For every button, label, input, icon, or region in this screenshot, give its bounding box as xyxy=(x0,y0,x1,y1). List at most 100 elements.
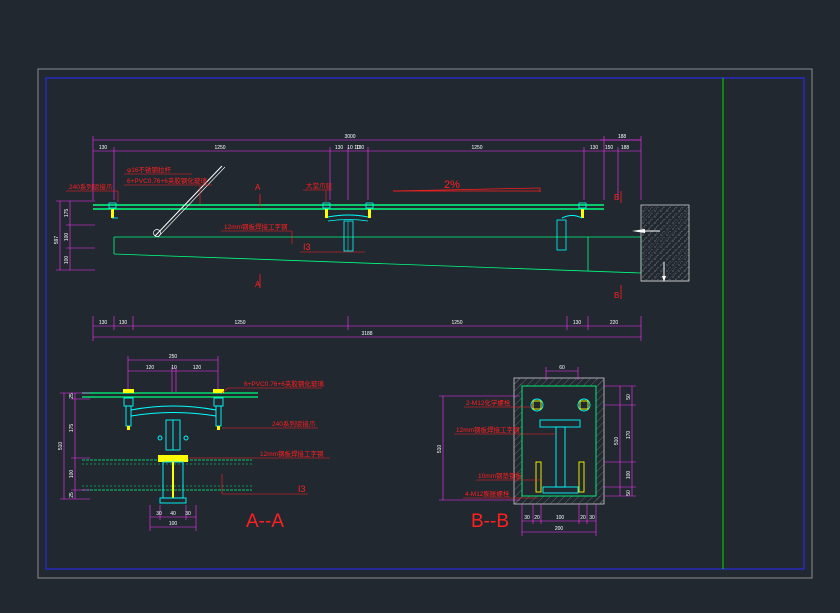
dim-label: 130 xyxy=(356,145,365,151)
dim-label: 130 xyxy=(99,320,108,326)
section-b-bottom-dim: 20 xyxy=(534,515,540,521)
section-a-title: A--A xyxy=(246,511,284,532)
stainless-rod xyxy=(153,165,226,238)
section-b-bottom-dim: 100 xyxy=(556,515,565,521)
section-b-note-4: 4-M12膨胀螺栓 xyxy=(465,489,510,498)
slope-indicator xyxy=(392,187,541,192)
section-a-glass xyxy=(82,392,258,398)
section-b-bottom-dim: 30 xyxy=(524,515,530,521)
overall-width-top: 3000 xyxy=(344,134,355,140)
dim-label: 1250 xyxy=(451,320,462,326)
dim-label: 1250 xyxy=(234,320,245,326)
section-a-left-dim: 175 xyxy=(69,424,75,433)
section-b-top-dim: 60 xyxy=(559,365,565,371)
concrete-wall xyxy=(632,204,690,282)
section-b-right-dim: 100 xyxy=(626,471,632,480)
bottom-segment-labels: 130 130 1250 1250 130 220 xyxy=(99,320,619,326)
dim-label: 1250 xyxy=(214,145,225,151)
section-a-spider-note: 240系列驳接爪 xyxy=(272,419,316,428)
section-label-b-top: B xyxy=(614,193,619,202)
section-a-left-dim: 100 xyxy=(69,470,75,479)
section-b-wall xyxy=(513,377,605,505)
section-a-top-sub: 120 xyxy=(146,365,155,371)
section-a-spider xyxy=(123,389,224,451)
elevation-left-dimensions xyxy=(56,200,95,271)
dim-label: 1250 xyxy=(471,145,482,151)
spider-fittings xyxy=(108,202,587,252)
section-label-a-top: A xyxy=(255,183,261,192)
section-a-top-sub: 10 xyxy=(171,365,177,371)
section-b-right-total: 510 xyxy=(614,437,620,446)
section-a-bottom-dim: 30 xyxy=(156,511,162,517)
section-a-view: 250 120 10 120 xyxy=(58,354,330,532)
section-b-right-dimensions xyxy=(604,385,636,497)
dim-label: 130 xyxy=(573,320,582,326)
section-b-note-3: 10mm钢垫钢板 xyxy=(478,471,523,480)
spider-fitting-1 xyxy=(108,202,118,219)
section-b-bottom-total: 200 xyxy=(555,526,564,532)
left-dim: 100 xyxy=(64,233,70,242)
section-b-plate xyxy=(530,398,591,494)
dim-label: 10 xyxy=(347,145,353,151)
beam-note: 12mm钢板焊接工字钢 xyxy=(224,222,288,231)
elevation-bottom-dimensions xyxy=(92,316,642,341)
dim-label: 220 xyxy=(610,320,619,326)
right-width-top: 188 xyxy=(618,134,627,140)
section-a-bottom-dimensions xyxy=(149,505,197,531)
section-b-right-dim: 50 xyxy=(626,394,632,400)
section-a-bottom-dim: 30 xyxy=(185,511,191,517)
section-b-bottom-dim: 20 xyxy=(580,515,586,521)
dim-label: 130 xyxy=(590,145,599,151)
dim-label: 130 xyxy=(119,320,128,326)
steel-beam xyxy=(113,236,642,274)
section-b-right-dim: 170 xyxy=(626,431,632,440)
elevation-view: 3000 188 130 1250 130 10 10 130 1250 130… xyxy=(54,134,690,341)
section-a-top-dimensions xyxy=(127,356,219,392)
spider-fitting-3 xyxy=(556,202,587,251)
section-b-view: 60 510 50 170 100 50 510 xyxy=(437,365,636,536)
left-dim: 100 xyxy=(64,256,70,265)
spider-note: 240系列驳接爪 xyxy=(69,182,113,191)
dim-label: 10 xyxy=(354,145,360,151)
section-b-left-total: 510 xyxy=(437,445,443,454)
rod-note: φ16不锈钢拉杆 xyxy=(127,165,171,174)
glass-panel xyxy=(93,204,604,210)
spider-fitting-2 xyxy=(322,202,374,252)
section-a-bottom-dim: 40 xyxy=(170,511,176,517)
slope-label: 2% xyxy=(444,179,460,191)
section-b-right-dim: 50 xyxy=(626,490,632,496)
section-a-top-total: 250 xyxy=(169,354,178,360)
section-b-top-dimension xyxy=(545,367,579,380)
section-a-left-dimensions xyxy=(60,392,90,500)
section-a-beam-note: 12mm钢板焊接工字钢 xyxy=(260,449,324,458)
section-b-title: B--B xyxy=(471,511,509,532)
top-segment-labels: 130 1250 130 10 10 130 1250 130 150 188 xyxy=(99,145,630,151)
section-b-bottom-dim: 30 xyxy=(589,515,595,521)
section-a-code: I3 xyxy=(298,484,306,494)
section-a-left-dim: 25 xyxy=(69,492,75,498)
section-label-b-bottom: B xyxy=(614,291,619,300)
left-dim: 175 xyxy=(64,209,70,218)
section-b-left-dimension xyxy=(439,395,520,501)
section-a-left-dim: 25 xyxy=(69,393,75,399)
section-b-note-2: 12mm钢板焊接工字钢 xyxy=(456,425,520,434)
bolt-note: 大堂爪驳 xyxy=(306,181,333,190)
section-b-bottom-dimensions xyxy=(521,504,597,536)
dim-label: 130 xyxy=(335,145,344,151)
section-label-a-bottom: A xyxy=(255,280,261,289)
drawing-frame xyxy=(45,77,805,570)
section-a-top-sub: 120 xyxy=(193,365,202,371)
dim-label: 130 xyxy=(99,145,108,151)
sheet-border xyxy=(37,68,813,579)
glass-note: 6+PVC0.76+6夹胶钢化玻璃 xyxy=(127,176,207,185)
section-a-left-total: 510 xyxy=(58,442,64,451)
beam-code: I3 xyxy=(303,242,311,252)
section-b-note-1: 2-M12化学螺栓 xyxy=(466,398,511,407)
section-a-glass-note: 6+PVC0.76+6夹胶钢化玻璃 xyxy=(244,379,324,388)
section-a-beam xyxy=(82,455,252,504)
dim-label: 188 xyxy=(621,145,630,151)
section-a-bottom-total: 100 xyxy=(169,521,178,527)
elevation-top-dimensions xyxy=(92,136,642,200)
overall-width-bottom: 3188 xyxy=(361,331,372,337)
